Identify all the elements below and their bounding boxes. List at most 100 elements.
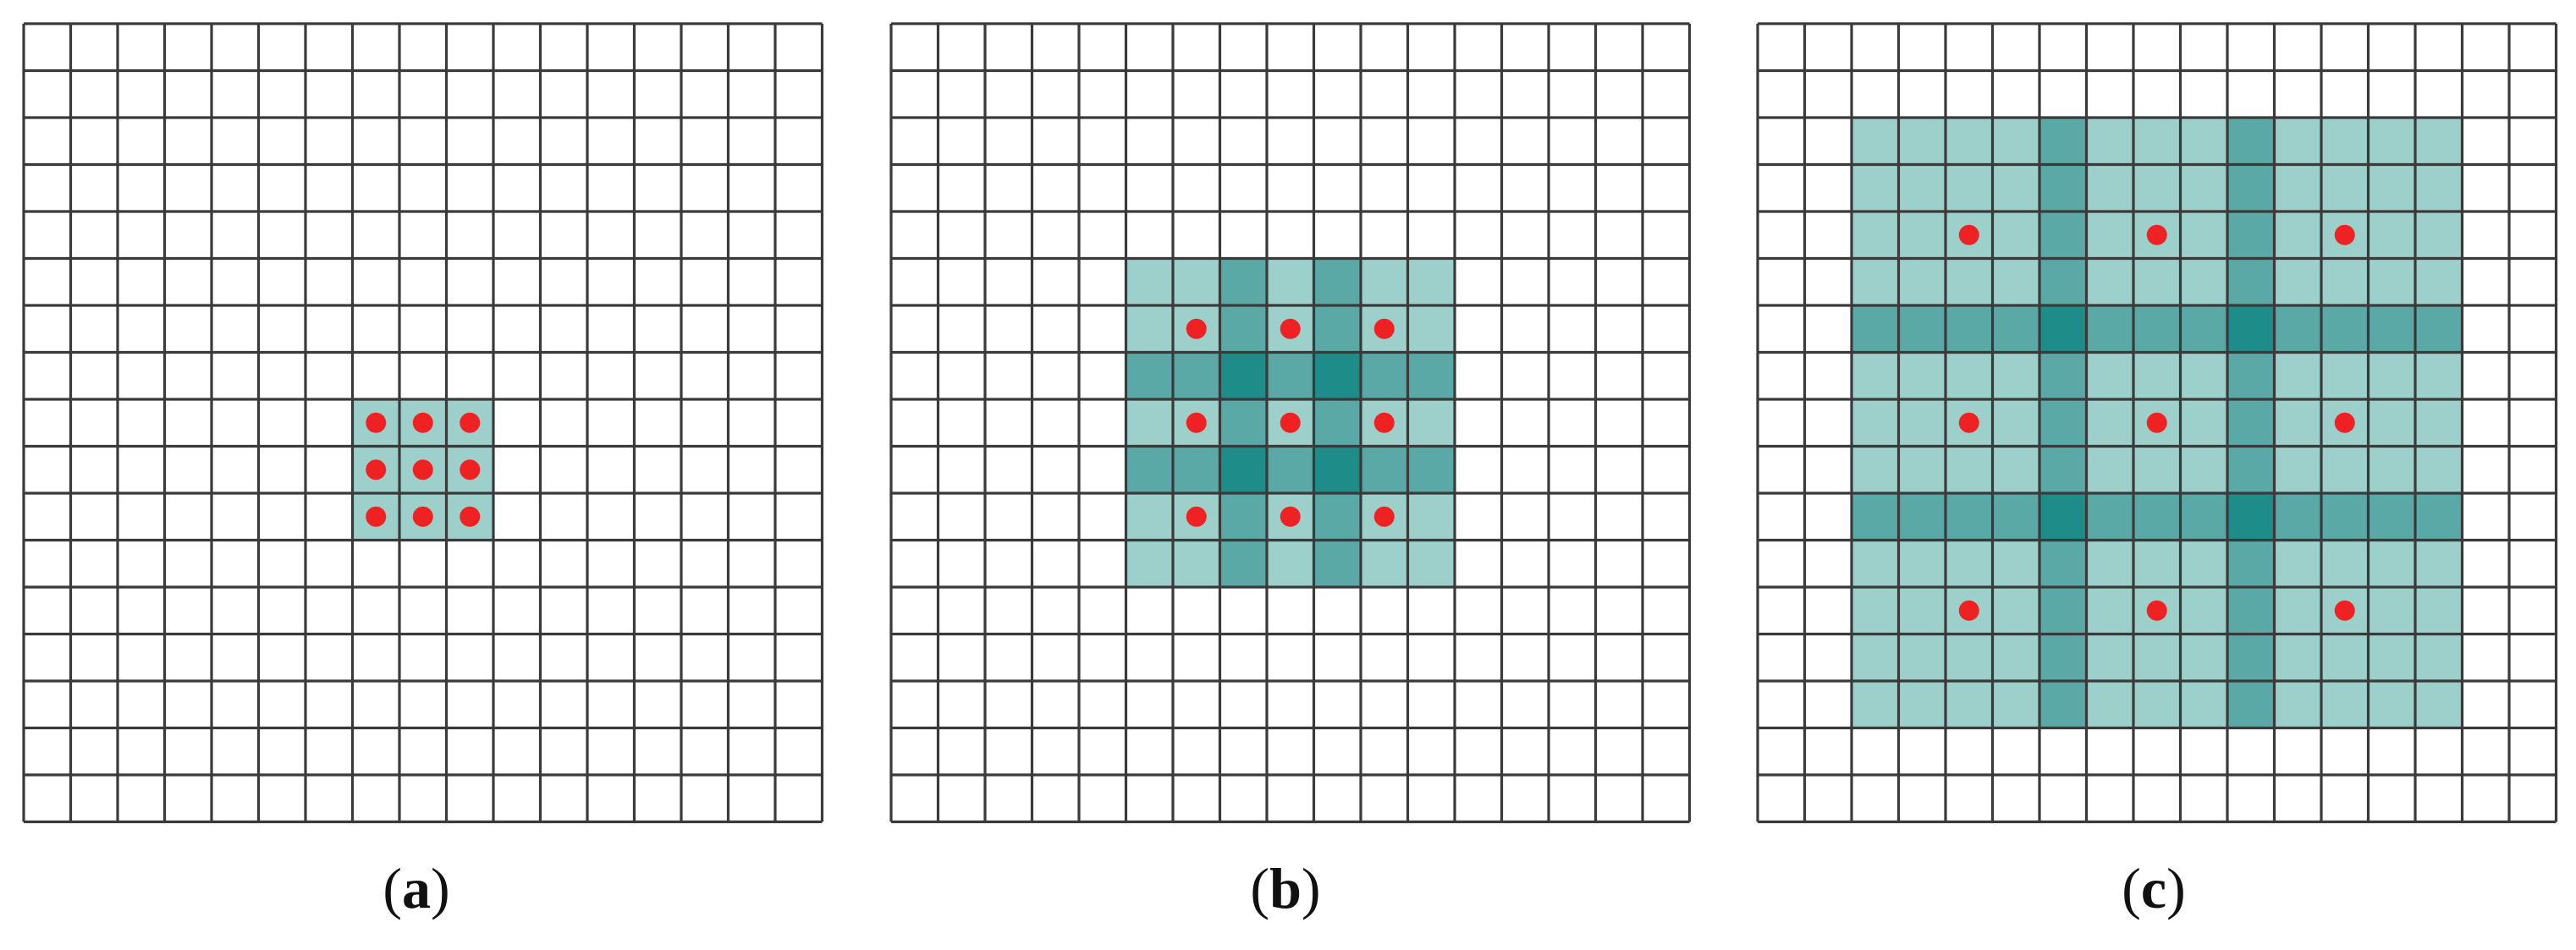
receptive-field-cell: [1361, 540, 1408, 587]
receptive-field-cell: [2039, 211, 2087, 259]
receptive-field-cell: [1267, 446, 1314, 493]
receptive-field-cell: [2086, 587, 2133, 634]
receptive-field-cell: [2321, 305, 2369, 353]
receptive-field-cell: [2274, 305, 2321, 353]
receptive-field-cell: [1992, 681, 2039, 728]
kernel-tap-dot: [2146, 224, 2167, 245]
kernel-tap-dot: [412, 459, 433, 480]
kernel-tap-dot: [460, 506, 481, 527]
receptive-field-cell: [1219, 493, 1267, 541]
receptive-field-cell: [1219, 352, 1267, 399]
receptive-field-cell: [2415, 258, 2463, 305]
receptive-field-cell: [2368, 540, 2415, 587]
receptive-field-cell: [1407, 258, 1455, 305]
kernel-tap-dot: [1373, 506, 1395, 527]
receptive-field-cell: [2274, 258, 2321, 305]
receptive-field-cell: [2415, 164, 2463, 211]
receptive-field-cell: [1313, 446, 1361, 493]
receptive-field-cell: [1126, 540, 1173, 587]
receptive-field-cell: [2039, 446, 2087, 493]
receptive-field-cell: [2274, 446, 2321, 493]
receptive-field-cell: [2368, 305, 2415, 353]
receptive-field-cell: [1219, 305, 1267, 353]
receptive-field-cell: [1946, 305, 1993, 353]
receptive-field-cell: [1852, 446, 1899, 493]
receptive-field-cell: [1946, 118, 1993, 165]
receptive-field-cell: [2227, 164, 2275, 211]
kernel-tap-dot: [2146, 600, 2167, 621]
receptive-field-cell: [2274, 587, 2321, 634]
receptive-field-cell: [1361, 258, 1408, 305]
receptive-field-cell: [1126, 493, 1173, 541]
receptive-field-cell: [2368, 681, 2415, 728]
receptive-field-cell: [1852, 258, 1899, 305]
receptive-field-cell: [1407, 399, 1455, 447]
caption-a: (a): [17, 854, 816, 922]
kernel-tap-dot: [2146, 412, 2167, 433]
receptive-field-cell: [1173, 258, 1220, 305]
receptive-field-cell: [1946, 634, 1993, 681]
receptive-field-cell: [2227, 118, 2275, 165]
receptive-field-cell: [1898, 164, 1946, 211]
receptive-field-cell: [2368, 258, 2415, 305]
receptive-field-cell: [1267, 352, 1314, 399]
receptive-field-cell: [2086, 446, 2133, 493]
receptive-field-cell: [1361, 352, 1408, 399]
receptive-field-cell: [2086, 211, 2133, 259]
receptive-field-cell: [1898, 352, 1946, 399]
receptive-field-cell: [2274, 164, 2321, 211]
caption-c-letter: c: [2140, 856, 2167, 920]
receptive-field-cell: [2274, 211, 2321, 259]
receptive-field-cell: [2086, 681, 2133, 728]
receptive-field-cell: [2274, 399, 2321, 447]
receptive-field-cell: [1898, 446, 1946, 493]
receptive-field-cell: [1946, 446, 1993, 493]
caption-a-open: (: [383, 856, 402, 920]
receptive-field-cell: [2227, 305, 2275, 353]
kernel-tap-dot: [2334, 412, 2355, 433]
receptive-field-cell: [1313, 352, 1361, 399]
receptive-field-cell: [1407, 446, 1455, 493]
receptive-field-cell: [1852, 118, 1899, 165]
receptive-field-cell: [2274, 681, 2321, 728]
kernel-tap-dot: [366, 412, 387, 433]
receptive-field-cell: [2227, 681, 2275, 728]
receptive-field-cell: [1126, 352, 1173, 399]
receptive-field-cell: [2415, 399, 2463, 447]
kernel-tap-dot: [460, 459, 481, 480]
caption-c-open: (: [2122, 856, 2141, 920]
receptive-field-cell: [1898, 399, 1946, 447]
receptive-field-cell: [2039, 587, 2087, 634]
kernel-tap-dot: [1373, 412, 1395, 433]
receptive-field-cell: [2133, 634, 2181, 681]
receptive-field-cell: [2180, 493, 2227, 541]
receptive-field-cell: [1946, 681, 1993, 728]
receptive-field-cell: [1407, 305, 1455, 353]
receptive-field-cell: [2321, 258, 2369, 305]
kernel-tap-dot: [412, 506, 433, 527]
kernel-tap-dot: [366, 459, 387, 480]
kernel-tap-dot: [1958, 224, 1979, 245]
caption-b: (b): [886, 854, 1685, 922]
receptive-field-cell: [1946, 352, 1993, 399]
receptive-field-cell: [1126, 446, 1173, 493]
receptive-field-cell: [2133, 118, 2181, 165]
receptive-field-cell: [2415, 634, 2463, 681]
caption-b-open: (: [1250, 856, 1270, 920]
receptive-field-cell: [1173, 446, 1220, 493]
receptive-field-cell: [1898, 211, 1946, 259]
receptive-field-cell: [1992, 118, 2039, 165]
kernel-tap-dot: [2334, 600, 2355, 621]
receptive-field-cell: [2086, 540, 2133, 587]
receptive-field-cell: [2039, 164, 2087, 211]
receptive-field-cell: [2180, 634, 2227, 681]
receptive-field-cell: [2227, 540, 2275, 587]
receptive-field-cell: [1852, 399, 1899, 447]
receptive-field-cell: [2415, 305, 2463, 353]
receptive-field-cell: [1407, 540, 1455, 587]
receptive-field-cell: [2368, 164, 2415, 211]
receptive-field-cell: [2086, 634, 2133, 681]
receptive-field-cell: [1852, 211, 1899, 259]
receptive-field-cell: [2180, 305, 2227, 353]
